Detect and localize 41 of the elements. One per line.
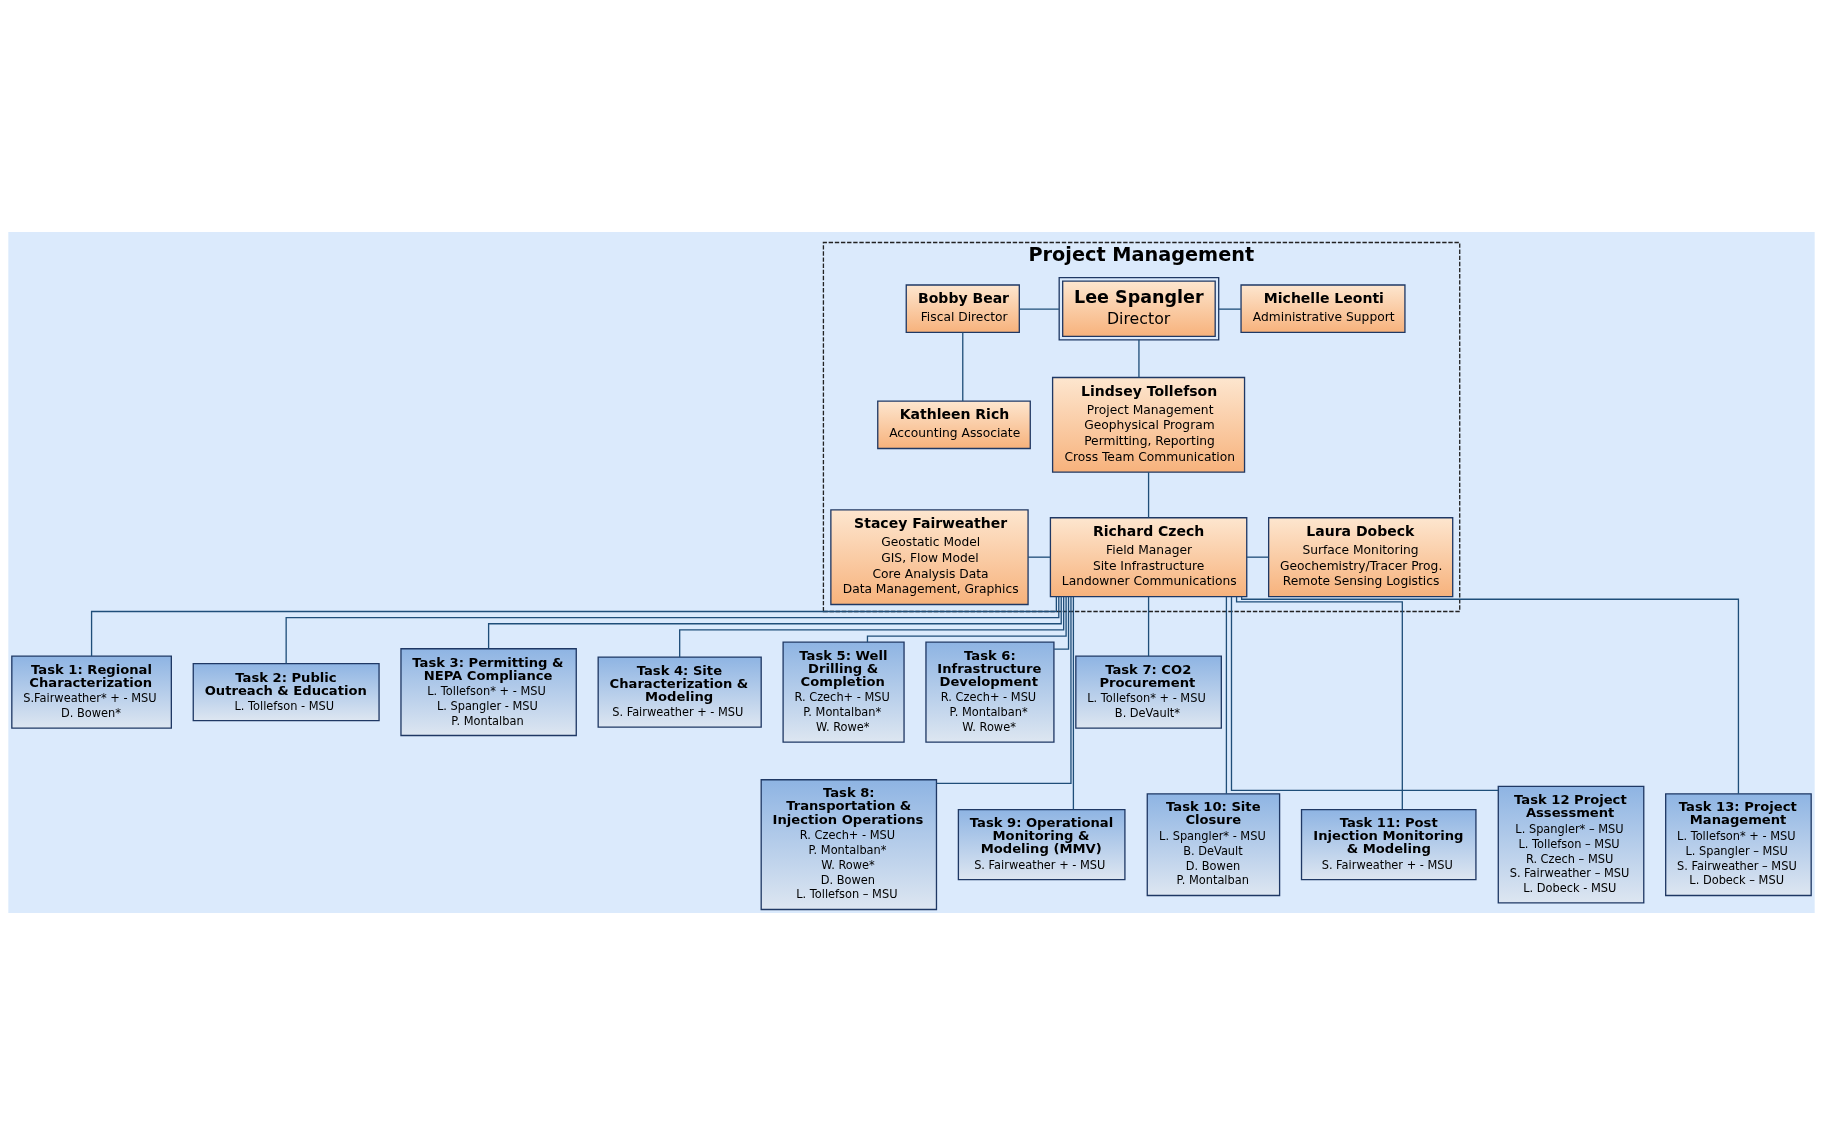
connector (866, 596, 1067, 643)
node-box: Task 9: Operational Monitoring & Modeling (MMV) S. Fairweather + - MSU (957, 808, 1126, 881)
node-box: Task 2: Public Outreach & Education L. Tollefson - MSU (192, 663, 380, 722)
connector (1053, 596, 1070, 650)
node-box: Task 11: Post Injection Monitoring & Modeling S. Fairweather + - MSU (1300, 808, 1477, 881)
connector (1230, 596, 1499, 791)
connector (285, 596, 1060, 665)
node-box: Task 8: Transportation & Injection Operations R. Czech+ - MSU P. Montalban* W. Rowe* D. Bowen L. Tollefson – MSU (760, 779, 938, 911)
connector (1225, 596, 1228, 795)
node-box: Lindsey Tollefson Project Management Geophysical Program Permitting, Reporting Cross Team Communication (1051, 376, 1246, 473)
node-box: Task 6: Infrastructure Development R. Czech+ - MSU P. Montalban* W. Rowe* (925, 641, 1055, 743)
node-box: Task 12 Project Assessment L. Spangler* – MSU L. Tollefson – MSU R. Czech – MSU S. Fairweather – MSU L. Dobeck - MSU (1497, 785, 1645, 904)
connector (679, 596, 1065, 658)
connector (1147, 596, 1150, 657)
node-box: Task 3: Permitting & NEPA Compliance L. Tollefson* + - MSU L. Spangler - MSU P. Montalban (400, 648, 577, 737)
connector (962, 331, 964, 402)
node-box: Task 4: Site Characterization & Modeling S. Fairweather + - MSU (597, 656, 762, 728)
connector (1072, 596, 1075, 811)
node-box: Task 10: Site Closure L. Spangler* - MSU B. DeVault D. Bowen P. Montalban (1146, 793, 1281, 897)
node-box: Lee Spangler Director (1058, 276, 1220, 341)
node-box: Bobby Bear Fiscal Director (905, 284, 1020, 333)
node-box: Stacey Fairweather Geostatic Model GIS, Flow Model Core Analysis Data Data Management, Graphics (830, 509, 1029, 606)
node-box: Task 13: Project Management L. Tollefson* + - MSU L. Spangler – MSU S. Fairweather – MSU L. Dobeck – MSU (1665, 793, 1812, 897)
connector (935, 596, 1072, 784)
node-box: Task 7: CO2 Procurement L. Tollefson* + - MSU B. DeVault* (1075, 655, 1222, 729)
node-box: Michelle Leonti Administrative Support (1240, 284, 1406, 333)
connector (1218, 308, 1242, 310)
connector (487, 596, 1062, 650)
node-box: Laura Dobeck Surface Monitoring Geochemistry/Tracer Prog. Remote Sensing Logistics (1268, 517, 1454, 598)
connector (1138, 339, 1140, 379)
connector (1241, 596, 1740, 795)
connector (1018, 308, 1060, 310)
connector (1027, 556, 1051, 558)
node-box: Kathleen Rich Accounting Associate (877, 400, 1031, 450)
node-box: Task 5: Well Drilling & Completion R. Czech+ - MSU P. Montalban* W. Rowe* (782, 641, 905, 743)
connector (90, 596, 1057, 657)
connector (1235, 596, 1403, 810)
node-box: Task 1: Regional Characterization S.Fairweather* + - MSU D. Bowen* (11, 655, 172, 729)
node-box: Richard Czech Field Manager Site Infrastructure Landowner Communications (1049, 517, 1248, 598)
connector (1246, 556, 1269, 558)
connector (1147, 471, 1150, 519)
